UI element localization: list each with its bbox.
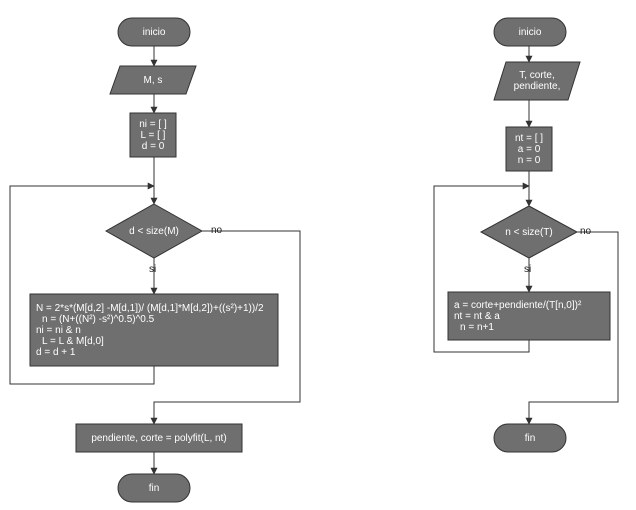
right-no-branch: [525, 231, 619, 425]
right-input-line-1: T, corte,: [519, 70, 555, 81]
left-input-parallelogram: [109, 65, 197, 95]
left-start-label: inicio: [142, 26, 166, 38]
left-body-line-3: ni = ni & n: [36, 324, 81, 336]
left-condition-label: d < size(M): [129, 225, 179, 237]
right-condition-label: n < size(T): [505, 226, 553, 238]
left-body-line-2: n = (N+((N²) -s²)^0.5)^0.5: [42, 313, 155, 325]
left-no-branch: [150, 230, 301, 425]
left-init-line-3: d = 0: [141, 140, 165, 152]
left-init-label: ni = [ ] L = [ ] d = 0: [130, 113, 176, 157]
right-start-label: inicio: [518, 26, 542, 38]
right-input-line-2: pendiente,: [513, 81, 561, 92]
left-no-label: no: [211, 225, 223, 236]
left-body-line-1: N = 2*s*(M[d,2] -M[d,1])/ (M[d,1]*M[d,2]…: [36, 302, 264, 314]
right-start-terminator: [493, 17, 567, 47]
left-init-process: [129, 112, 177, 158]
right-init-line-2: a = 0: [517, 143, 541, 155]
right-yes-label: si: [524, 264, 532, 275]
right-body-line-1: a = corte+pendiente/(T[n,0])²: [454, 299, 582, 311]
left-after-process: [75, 423, 243, 453]
left-body-line-4: L = L & M[d,0]: [42, 335, 104, 347]
left-end-label: fin: [148, 482, 160, 494]
left-yes-label: si: [149, 264, 157, 275]
right-end-label: fin: [524, 432, 536, 444]
right-input-label: T, corte, pendiente,: [494, 62, 580, 100]
left-body-process: [29, 293, 279, 367]
right-no-label: no: [580, 226, 592, 237]
left-init-line-2: L = [ ]: [140, 129, 166, 141]
right-init-line-3: n = 0: [517, 154, 541, 166]
right-input-parallelogram: [493, 61, 581, 101]
right-loop-back: [433, 182, 530, 353]
left-loop-back: [9, 182, 155, 385]
right-body-line-2: nt = nt & a: [454, 310, 500, 322]
right-init-line-1: nt = [ ]: [514, 132, 544, 144]
left-after-label: pendiente, corte = polyfit(L, nt): [91, 432, 227, 444]
right-body-line-3: n = n+1: [460, 321, 494, 333]
left-body-line-5: d = d + 1: [36, 346, 76, 358]
right-init-process: [505, 126, 553, 172]
left-init-line-1: ni = [ ]: [139, 118, 167, 130]
right-body-label: a = corte+pendiente/(T[n,0])² nt = nt & …: [448, 292, 610, 340]
right-init-label: nt = [ ] a = 0 n = 0: [506, 127, 552, 171]
left-input-label: M, s: [143, 74, 163, 86]
left-body-label: N = 2*s*(M[d,2] -M[d,1])/ (M[d,1]*M[d,2]…: [30, 294, 278, 366]
